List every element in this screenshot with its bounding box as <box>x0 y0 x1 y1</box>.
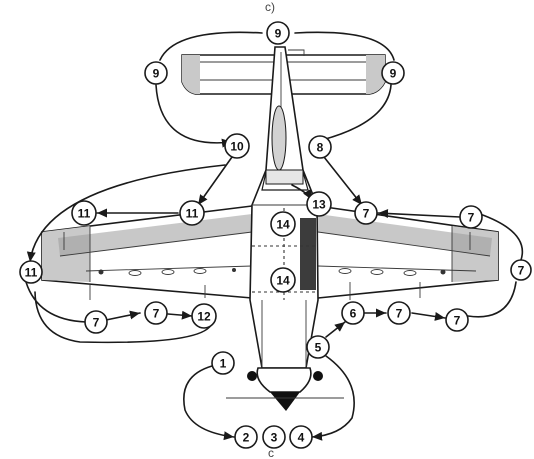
callout-label: 1 <box>220 357 227 371</box>
callout-7-right-tip: 7 <box>511 260 531 280</box>
callout-label: 11 <box>78 207 91 221</box>
callout-9-top: 9 <box>267 22 289 44</box>
callout-14-lower: 14 <box>271 268 295 292</box>
callout-label: 11 <box>25 266 38 280</box>
callout-label: 4 <box>298 431 305 445</box>
callout-7-wing-right-inner: 7 <box>355 202 377 224</box>
callout-label: 3 <box>271 431 278 445</box>
callout-label: 5 <box>315 341 322 355</box>
callout-4: 4 <box>290 426 312 448</box>
callout-label: 9 <box>275 27 282 41</box>
callout-label: 14 <box>276 218 290 232</box>
callout-10: 10 <box>225 134 249 158</box>
callout-label: 6 <box>350 307 357 321</box>
callout-11-wing-left-outer: 11 <box>72 201 96 225</box>
callout-label: 11 <box>186 207 199 221</box>
callout-9-right: 9 <box>382 62 404 84</box>
callout-7-bottom-left-1: 7 <box>85 311 107 333</box>
callout-11-left-tip: 11 <box>20 261 42 283</box>
callout-12: 12 <box>192 304 216 328</box>
callout-label: 9 <box>390 67 397 81</box>
callout-label: 7 <box>153 307 160 321</box>
callout-6: 6 <box>342 302 364 324</box>
callout-label: 8 <box>317 141 324 155</box>
callout-3: 3 <box>263 426 285 448</box>
callout-label: 9 <box>153 67 160 81</box>
callout-8: 8 <box>309 136 331 158</box>
callout-label: 7 <box>518 264 525 278</box>
callout-1: 1 <box>212 352 234 374</box>
callout-11-wing-left-inner: 11 <box>180 201 204 225</box>
callout-label: 7 <box>468 211 475 225</box>
callout-7-bottom-right-1: 7 <box>388 302 410 324</box>
callout-7-wing-right-outer: 7 <box>460 206 482 228</box>
callout-13: 13 <box>307 192 331 216</box>
callout-label: 7 <box>363 207 370 221</box>
callout-label: 14 <box>276 274 290 288</box>
callout-label: 12 <box>197 310 211 324</box>
callout-7-bottom-right-2: 7 <box>446 309 468 331</box>
callout-label: 7 <box>454 314 461 328</box>
callout-label: 7 <box>93 316 100 330</box>
callout-14-upper: 14 <box>271 212 295 236</box>
callout-label: 2 <box>243 431 250 445</box>
callout-label: 13 <box>312 198 326 212</box>
callout-5: 5 <box>307 336 329 358</box>
callout-label: 10 <box>230 140 244 154</box>
airplane-drawing <box>42 47 498 411</box>
callout-2: 2 <box>235 426 257 448</box>
corner-mark-top: c) <box>265 0 275 14</box>
callout-9-left: 9 <box>145 62 167 84</box>
callout-7-bottom-left-2: 7 <box>145 302 167 324</box>
callout-label: 7 <box>396 307 403 321</box>
